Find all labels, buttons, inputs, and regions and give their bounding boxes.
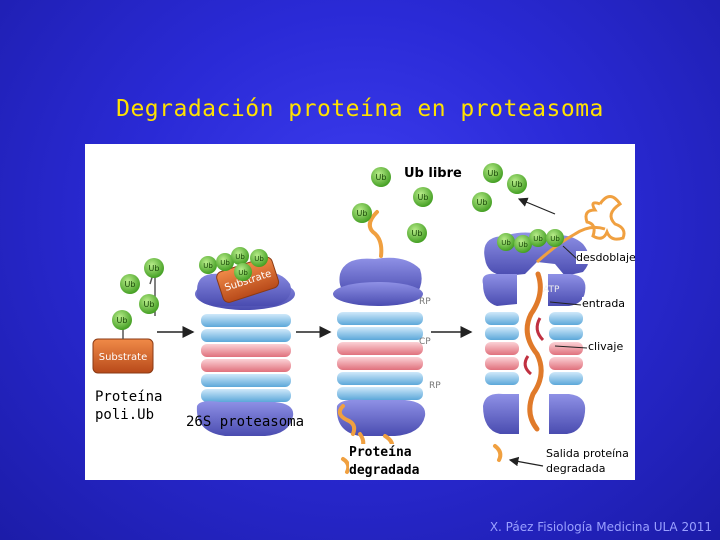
ubiquitin-icon: Ub xyxy=(413,187,433,207)
ubiquitin-icon: Ub xyxy=(529,229,547,247)
ubiquitin-icon: Ub xyxy=(120,274,140,294)
svg-text:Ub: Ub xyxy=(477,198,488,207)
pointer-line xyxy=(554,345,588,349)
svg-text:Ub: Ub xyxy=(376,173,387,182)
label-proteina-poliub: Proteína poli.Ub xyxy=(95,388,163,424)
ubiquitin-icon: Ub xyxy=(483,163,503,183)
ubiquitin-chain-left: Ub Ub Ub Ub xyxy=(112,258,164,330)
proteasome-degrading: RP CP RP xyxy=(333,210,441,476)
svg-text:Ub: Ub xyxy=(117,316,128,325)
svg-text:Ub: Ub xyxy=(533,235,543,243)
cp-text: CP xyxy=(419,337,431,347)
slide-title: Degradación proteína en proteasoma xyxy=(116,96,604,122)
ubiquitin-icon: Ub xyxy=(507,174,527,194)
label-line: Proteína xyxy=(349,445,412,460)
svg-text:Ub: Ub xyxy=(238,269,248,277)
footer-credit: X. Páez Fisiología Medicina ULA 2011 xyxy=(489,520,712,534)
svg-text:Ub: Ub xyxy=(125,280,136,289)
ubiquitin-icon: Ub xyxy=(514,235,532,253)
svg-text:Ub: Ub xyxy=(220,259,230,267)
label-line: poli.Ub xyxy=(95,407,155,423)
ubiquitin-icon: Ub xyxy=(234,263,252,281)
ubiquitin-icon: Ub xyxy=(371,167,391,187)
svg-text:Ub: Ub xyxy=(512,180,523,189)
free-ubiquitin: Ub Ub Ub Ub Ub Ub Ub xyxy=(352,163,527,243)
label-26s-proteasoma: 26S proteasoma xyxy=(186,414,305,430)
svg-text:Ub: Ub xyxy=(418,193,429,202)
svg-text:Ub: Ub xyxy=(254,255,264,263)
ubiquitin-icon: Ub xyxy=(112,310,132,330)
label-salida-proteina: Salida proteína degradada xyxy=(546,446,629,476)
svg-text:Ub: Ub xyxy=(235,253,245,261)
label-ub-libre: Ub libre xyxy=(404,166,462,181)
svg-text:Ub: Ub xyxy=(412,229,423,238)
ubiquitin-icon: Ub xyxy=(231,247,249,265)
arrow-icon xyxy=(508,456,544,467)
atp-text: ATP xyxy=(543,285,560,295)
substrate-text: Substrate xyxy=(99,352,147,363)
label-line: Salida proteína xyxy=(546,447,629,460)
svg-text:Ub: Ub xyxy=(488,169,499,178)
ubiquitin-icon: Ub xyxy=(199,256,217,274)
label-entrada: entrada xyxy=(582,297,626,310)
svg-text:Ub: Ub xyxy=(149,264,160,273)
svg-text:Ub: Ub xyxy=(144,300,155,309)
svg-text:Ub: Ub xyxy=(518,241,528,249)
label-line: degradada xyxy=(546,462,606,475)
ubiquitin-cluster-right: Ub Ub Ub Ub xyxy=(497,229,564,253)
ubiquitin-icon: Ub xyxy=(546,229,564,247)
ubiquitin-icon: Ub xyxy=(407,223,427,243)
rp-text: RP xyxy=(429,381,441,391)
ubiquitin-icon: Ub xyxy=(250,249,268,267)
ubiquitin-icon: Ub xyxy=(139,294,159,314)
svg-text:Ub: Ub xyxy=(203,262,213,270)
label-clivaje: clivaje xyxy=(588,340,624,353)
ubiquitin-icon: Ub xyxy=(352,203,372,223)
svg-text:Ub: Ub xyxy=(501,239,511,247)
arrow-icon xyxy=(517,197,556,215)
polyubiquitinated-substrate: Substrate xyxy=(92,267,156,374)
ubiquitin-icon: Ub xyxy=(144,258,164,278)
proteasome-binding: Substrate Ub Ub Ub Ub Ub xyxy=(195,247,295,436)
pointer-line xyxy=(549,301,582,306)
pointer-line xyxy=(562,245,578,260)
label-line: Proteína xyxy=(95,389,163,405)
rp-text: RP xyxy=(419,297,431,307)
ubiquitin-icon: Ub xyxy=(216,253,234,271)
diagram-panel: Substrate Ub Ub Ub Ub Substrate xyxy=(85,144,635,480)
label-line: degradada xyxy=(349,463,420,478)
proteasome-diagram: Substrate Ub Ub Ub Ub Substrate xyxy=(92,163,626,476)
svg-text:Ub: Ub xyxy=(550,235,560,243)
ubiquitin-icon: Ub xyxy=(472,192,492,212)
label-desdoblaje: desdoblaje xyxy=(576,251,635,264)
ubiquitin-icon: Ub xyxy=(497,233,515,251)
svg-text:Ub: Ub xyxy=(357,209,368,218)
label-proteina-degradada: Proteína degradada xyxy=(349,444,420,480)
